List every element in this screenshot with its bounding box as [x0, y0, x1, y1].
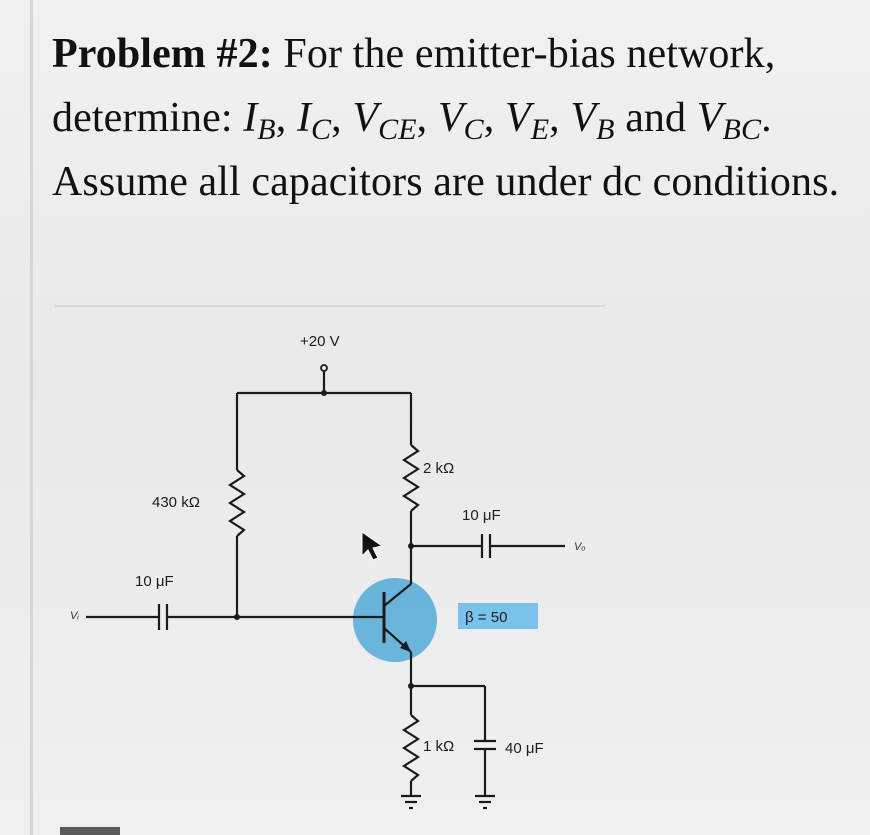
qty-ve: VE [504, 95, 550, 146]
bottom-edge-mark [60, 827, 120, 835]
supply-label: +20 V [300, 333, 340, 350]
qty-vbc: VBC [696, 95, 762, 146]
transistor-collector [383, 583, 412, 607]
problem-tail: Assume all capacitors are under dc condi… [52, 159, 840, 205]
problem-label: Problem #2: [52, 31, 273, 77]
qty-ic: IC [296, 95, 332, 146]
left-border [30, 0, 33, 835]
and-word: and [625, 95, 687, 141]
vi-label: Vᵢ [70, 610, 79, 622]
problem-intro: For the emitter-bias network, determine: [52, 31, 776, 141]
qty-vce: VCE [352, 95, 417, 146]
qty-vb: VB [570, 95, 615, 146]
ce-label: 40 μF [505, 740, 544, 757]
qty-vc: VC [437, 95, 484, 146]
supply-terminal [320, 364, 328, 372]
vo-label: Vₒ [574, 541, 586, 553]
emitter-arrow-icon [400, 641, 411, 652]
beta-box [458, 603, 538, 629]
cout-label: 10 μF [462, 507, 501, 524]
transistor-highlight [353, 578, 437, 662]
re-resistor [401, 714, 421, 782]
section-divider [55, 305, 605, 307]
rb-label: 430 kΩ [152, 494, 200, 511]
top-rail-node [321, 390, 327, 396]
rc-label: 2 kΩ [423, 460, 454, 477]
rb-resistor [227, 469, 247, 537]
re-label: 1 kΩ [423, 738, 454, 755]
ground-icon [475, 794, 495, 810]
problem-statement: Problem #2: For the emitter-bias network… [52, 31, 840, 205]
rc-resistor [401, 444, 421, 512]
qty-ib: IB [243, 95, 276, 146]
mouse-cursor-icon [361, 531, 384, 561]
ground-icon [401, 794, 421, 810]
beta-label: β = 50 [465, 609, 507, 626]
cin-label: 10 μF [135, 573, 174, 590]
